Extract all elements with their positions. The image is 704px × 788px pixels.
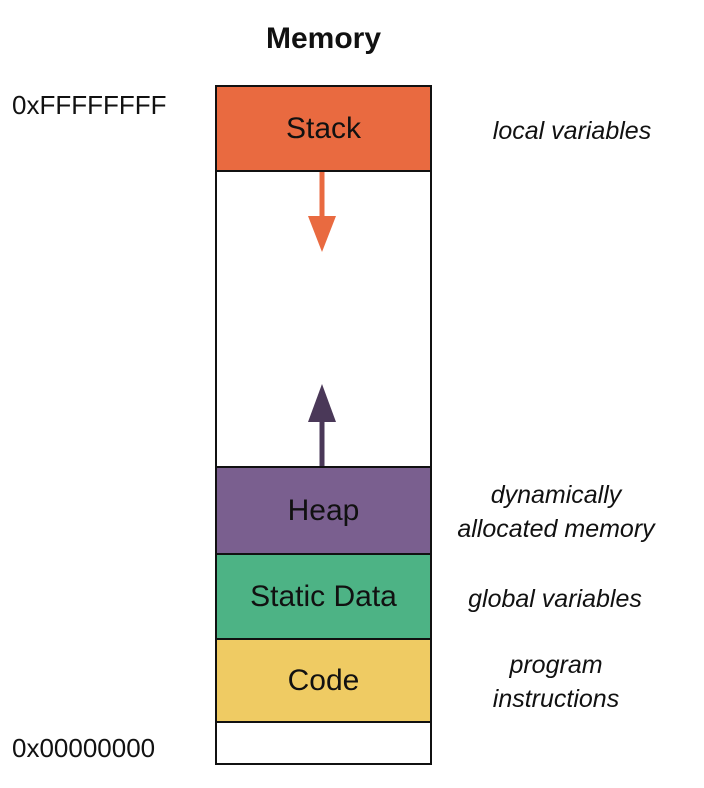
address-bottom-label: 0x00000000 <box>12 733 156 763</box>
segment-code: Code <box>215 638 432 723</box>
description-line: instructions <box>492 685 620 713</box>
static-data-description: global variables <box>440 582 670 616</box>
description-line: global variables <box>468 585 642 613</box>
segment-static-data-label: Static Data <box>250 579 397 613</box>
heap-description: dynamically allocated memory <box>432 478 680 546</box>
diagram-title: Memory <box>265 22 382 55</box>
code-description: program instructions <box>452 648 660 716</box>
stack-description: local variables <box>440 114 704 148</box>
segment-code-label: Code <box>287 663 360 697</box>
description-line: program <box>509 651 603 679</box>
segment-static-data: Static Data <box>215 553 432 640</box>
address-top-label: 0xFFFFFFFF <box>12 90 167 120</box>
segment-heap-label: Heap <box>287 493 360 527</box>
segment-heap: Heap <box>215 466 432 555</box>
segment-stack-label: Stack <box>285 111 362 145</box>
description-line: dynamically <box>490 481 622 509</box>
description-line: local variables <box>492 117 652 145</box>
description-line: allocated memory <box>457 515 655 543</box>
segment-stack: Stack <box>215 85 432 172</box>
